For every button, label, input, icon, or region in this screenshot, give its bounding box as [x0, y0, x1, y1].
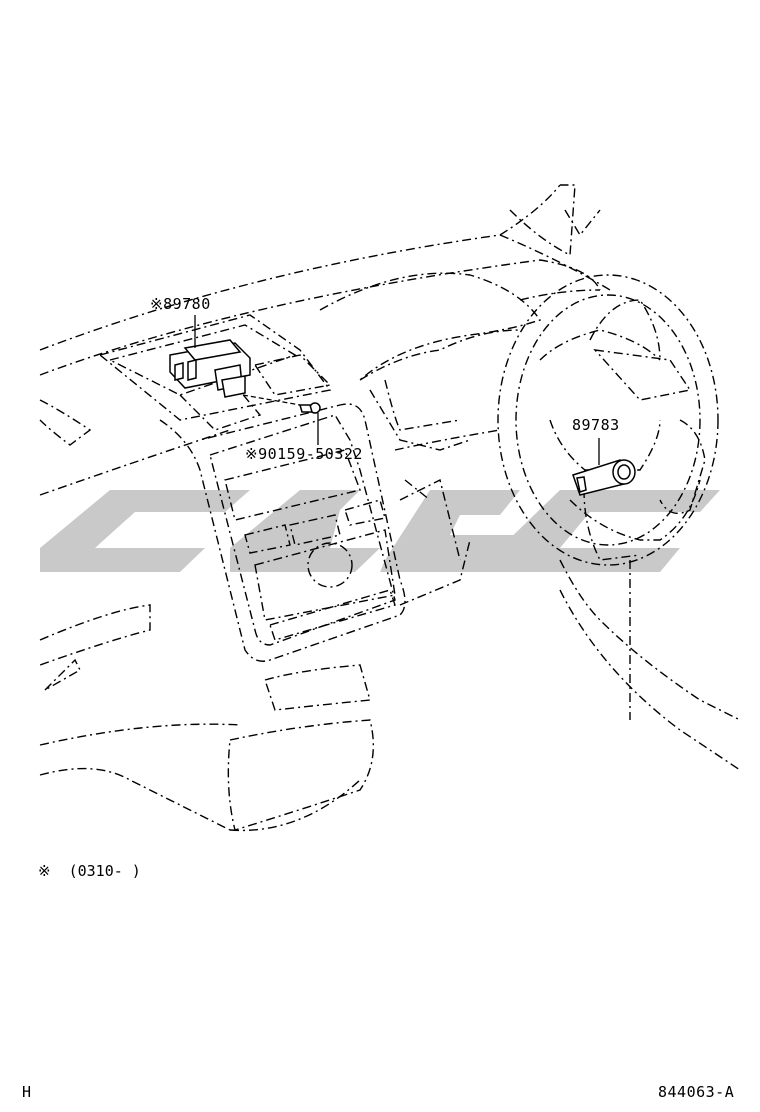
footer-left-code: H [22, 1083, 32, 1101]
figure-number: 844063-A [658, 1083, 735, 1101]
footnote-mark: ※ [38, 862, 51, 880]
footnote-range: (0310- ) [68, 862, 141, 880]
watermark-logo [40, 490, 720, 572]
callout-89780: ※89780 [150, 295, 211, 313]
dashboard-outline [39, 184, 741, 832]
callout-90159: ※90159-50322 [245, 445, 363, 463]
part-90159-screw [299, 402, 321, 414]
part-89783-sensor [572, 459, 636, 496]
callout-89783: 89783 [572, 416, 620, 434]
leader-lines [194, 315, 600, 465]
part-89780-unit [169, 339, 251, 398]
footnote: ※ (0310- ) [38, 862, 141, 881]
